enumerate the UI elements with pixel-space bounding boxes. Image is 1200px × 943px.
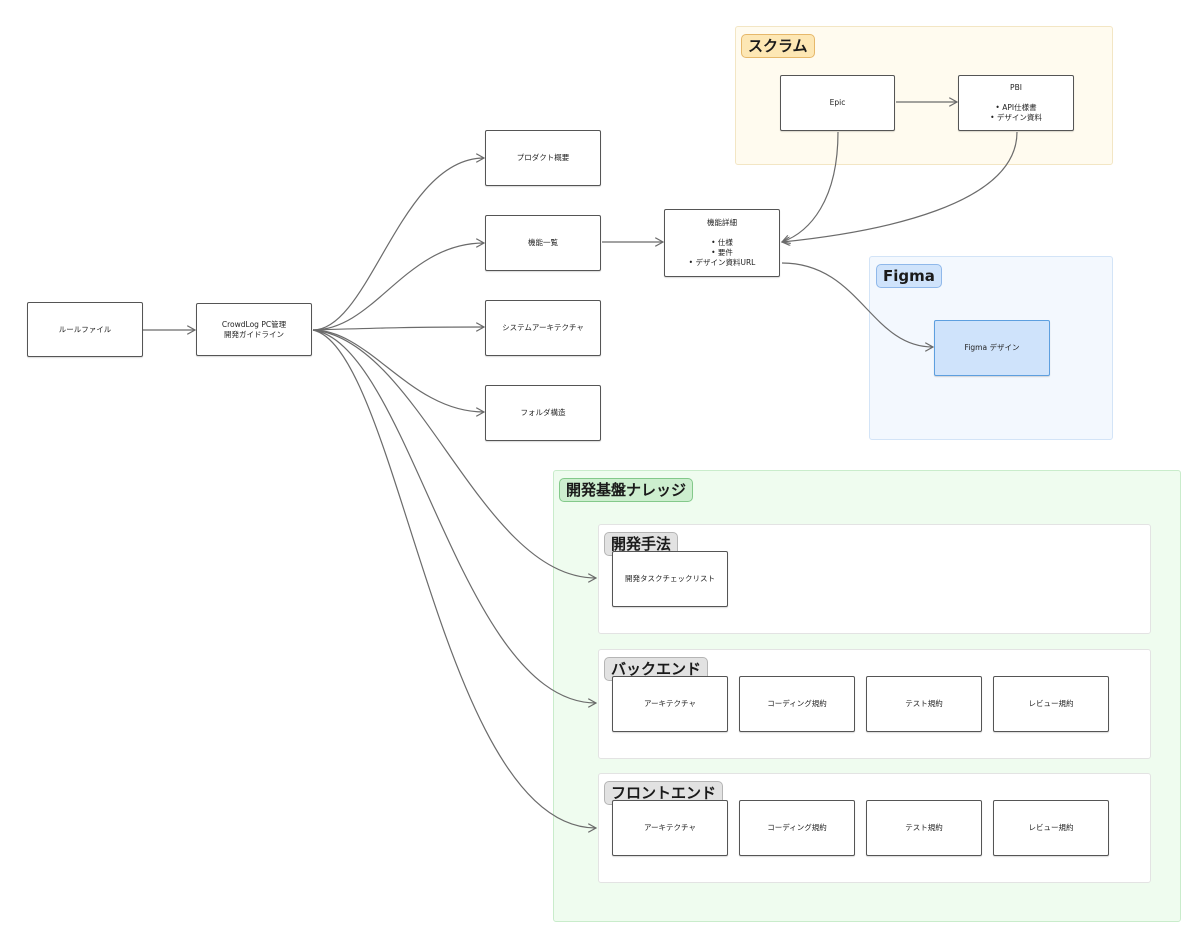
group-tag-scrum: スクラム — [741, 34, 815, 58]
node-figma-design[interactable]: Figma デザイン — [934, 320, 1050, 376]
node-rule-file[interactable]: ルールファイル — [27, 302, 143, 357]
node-frontend-review-rules-label: レビュー規約 — [1028, 823, 1074, 832]
node-backend-test-rules[interactable]: テスト規約 — [866, 676, 982, 732]
node-frontend-architecture-label: アーキテクチャ — [644, 823, 696, 832]
node-frontend-coding-rules[interactable]: コーディング規約 — [739, 800, 855, 856]
node-feature-detail[interactable]: 機能詳細 仕様 要件 デザイン資料URL — [664, 209, 780, 277]
node-frontend-test-rules-label: テスト規約 — [905, 823, 943, 832]
edge-epic-to-feature-detail — [782, 131, 839, 242]
node-folder-structure-label: フォルダ構造 — [520, 408, 566, 417]
bullet-item: デザイン資料 — [990, 113, 1042, 123]
node-backend-architecture[interactable]: アーキテクチャ — [612, 676, 728, 732]
node-system-architecture-label: システムアーキテクチャ — [502, 323, 584, 332]
node-dev-guideline-line1: CrowdLog PC管理 — [221, 319, 287, 329]
node-dev-guideline[interactable]: CrowdLog PC管理 開発ガイドライン — [196, 303, 312, 356]
edge-guideline-to-feature-list — [312, 243, 484, 331]
bullet-item: 要件 — [689, 248, 756, 258]
node-backend-architecture-label: アーキテクチャ — [644, 699, 696, 708]
node-feature-list-label: 機能一覧 — [528, 238, 558, 247]
node-frontend-test-rules[interactable]: テスト規約 — [866, 800, 982, 856]
node-backend-coding-rules-label: コーディング規約 — [767, 699, 827, 708]
edge-guideline-to-product-overview — [312, 158, 484, 331]
node-pbi-bullets: API仕様書 デザイン資料 — [990, 103, 1042, 123]
node-figma-design-label: Figma デザイン — [964, 343, 1020, 352]
bullet-item: デザイン資料URL — [689, 258, 755, 268]
bullet-item: API仕様書 — [990, 103, 1042, 113]
node-backend-coding-rules[interactable]: コーディング規約 — [739, 676, 855, 732]
group-tag-figma: Figma — [876, 264, 942, 288]
node-frontend-architecture[interactable]: アーキテクチャ — [612, 800, 728, 856]
node-feature-detail-title: 機能詳細 — [707, 218, 737, 227]
node-epic-label: Epic — [829, 98, 846, 107]
node-backend-review-rules[interactable]: レビュー規約 — [993, 676, 1109, 732]
node-dev-task-checklist-label: 開発タスクチェックリスト — [625, 574, 715, 583]
node-product-overview[interactable]: プロダクト概要 — [485, 130, 601, 186]
node-dev-task-checklist[interactable]: 開発タスクチェックリスト — [612, 551, 728, 607]
edge-guideline-to-folder-structure — [312, 329, 484, 412]
node-pbi[interactable]: PBI API仕様書 デザイン資料 — [958, 75, 1074, 131]
group-tag-knowledge: 開発基盤ナレッジ — [559, 478, 694, 502]
bullet-item: 仕様 — [689, 238, 756, 248]
edge-guideline-to-frontend-architecture — [312, 329, 596, 828]
node-folder-structure[interactable]: フォルダ構造 — [485, 385, 601, 441]
node-frontend-review-rules[interactable]: レビュー規約 — [993, 800, 1109, 856]
node-rule-file-label: ルールファイル — [58, 324, 112, 334]
node-system-architecture[interactable]: システムアーキテクチャ — [485, 300, 601, 356]
node-product-overview-label: プロダクト概要 — [516, 153, 570, 162]
node-feature-detail-bullets: 仕様 要件 デザイン資料URL — [689, 238, 756, 268]
edge-guideline-to-backend-architecture — [312, 329, 596, 703]
node-frontend-coding-rules-label: コーディング規約 — [767, 823, 827, 832]
edge-feature-detail-to-figma-design — [781, 262, 933, 347]
node-dev-guideline-line2: 開発ガイドライン — [224, 329, 284, 339]
edge-pbi-to-feature-detail — [782, 131, 1018, 242]
node-pbi-title: PBI — [1010, 83, 1022, 92]
node-feature-list[interactable]: 機能一覧 — [485, 215, 601, 271]
node-backend-review-rules-label: レビュー規約 — [1028, 699, 1074, 708]
node-epic[interactable]: Epic — [780, 75, 895, 131]
edge-guideline-to-dev-task-checklist — [312, 329, 596, 578]
node-backend-test-rules-label: テスト規約 — [905, 699, 943, 708]
edge-guideline-to-system-architecture — [312, 327, 484, 330]
